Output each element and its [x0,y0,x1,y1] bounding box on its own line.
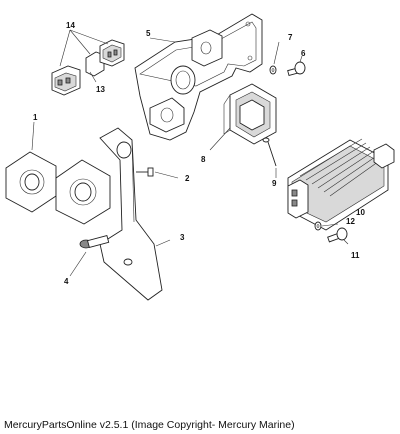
callout-4: 4 [64,277,69,286]
callout-1: 1 [33,113,38,122]
exploded-parts-diagram: 14 13 5 7 6 1 8 2 9 10 12 3 11 4 [5,13,395,301]
washer-and-screw-upper [269,41,306,77]
callout-9: 9 [272,179,277,188]
callout-8: 8 [201,155,206,164]
callout-2: 2 [185,174,190,183]
callout-7: 7 [288,33,293,42]
connector-assembly [51,29,125,96]
callout-14: 14 [66,21,75,30]
mounting-bracket-plate [134,13,263,141]
callout-12: 12 [346,217,355,226]
callout-6: 6 [301,49,306,58]
copyright-footer: MercuryPartsOnline v2.5.1 (Image Copyrig… [4,419,295,431]
callout-5: 5 [146,29,151,38]
callout-13: 13 [96,85,105,94]
callout-3: 3 [180,233,185,242]
callout-10: 10 [356,208,365,217]
bolt-part-4 [69,234,110,277]
callout-labels: 14 13 5 7 6 1 8 2 9 10 12 3 11 4 [33,21,365,286]
gasket-pair [5,121,111,225]
sensor-module [209,83,277,151]
control-module [287,138,395,231]
callout-11: 11 [351,251,360,260]
l-bracket [99,127,171,301]
screw-part-9 [262,137,277,178]
screw-part-2 [136,167,179,179]
washer-and-screw-lower [314,221,349,245]
